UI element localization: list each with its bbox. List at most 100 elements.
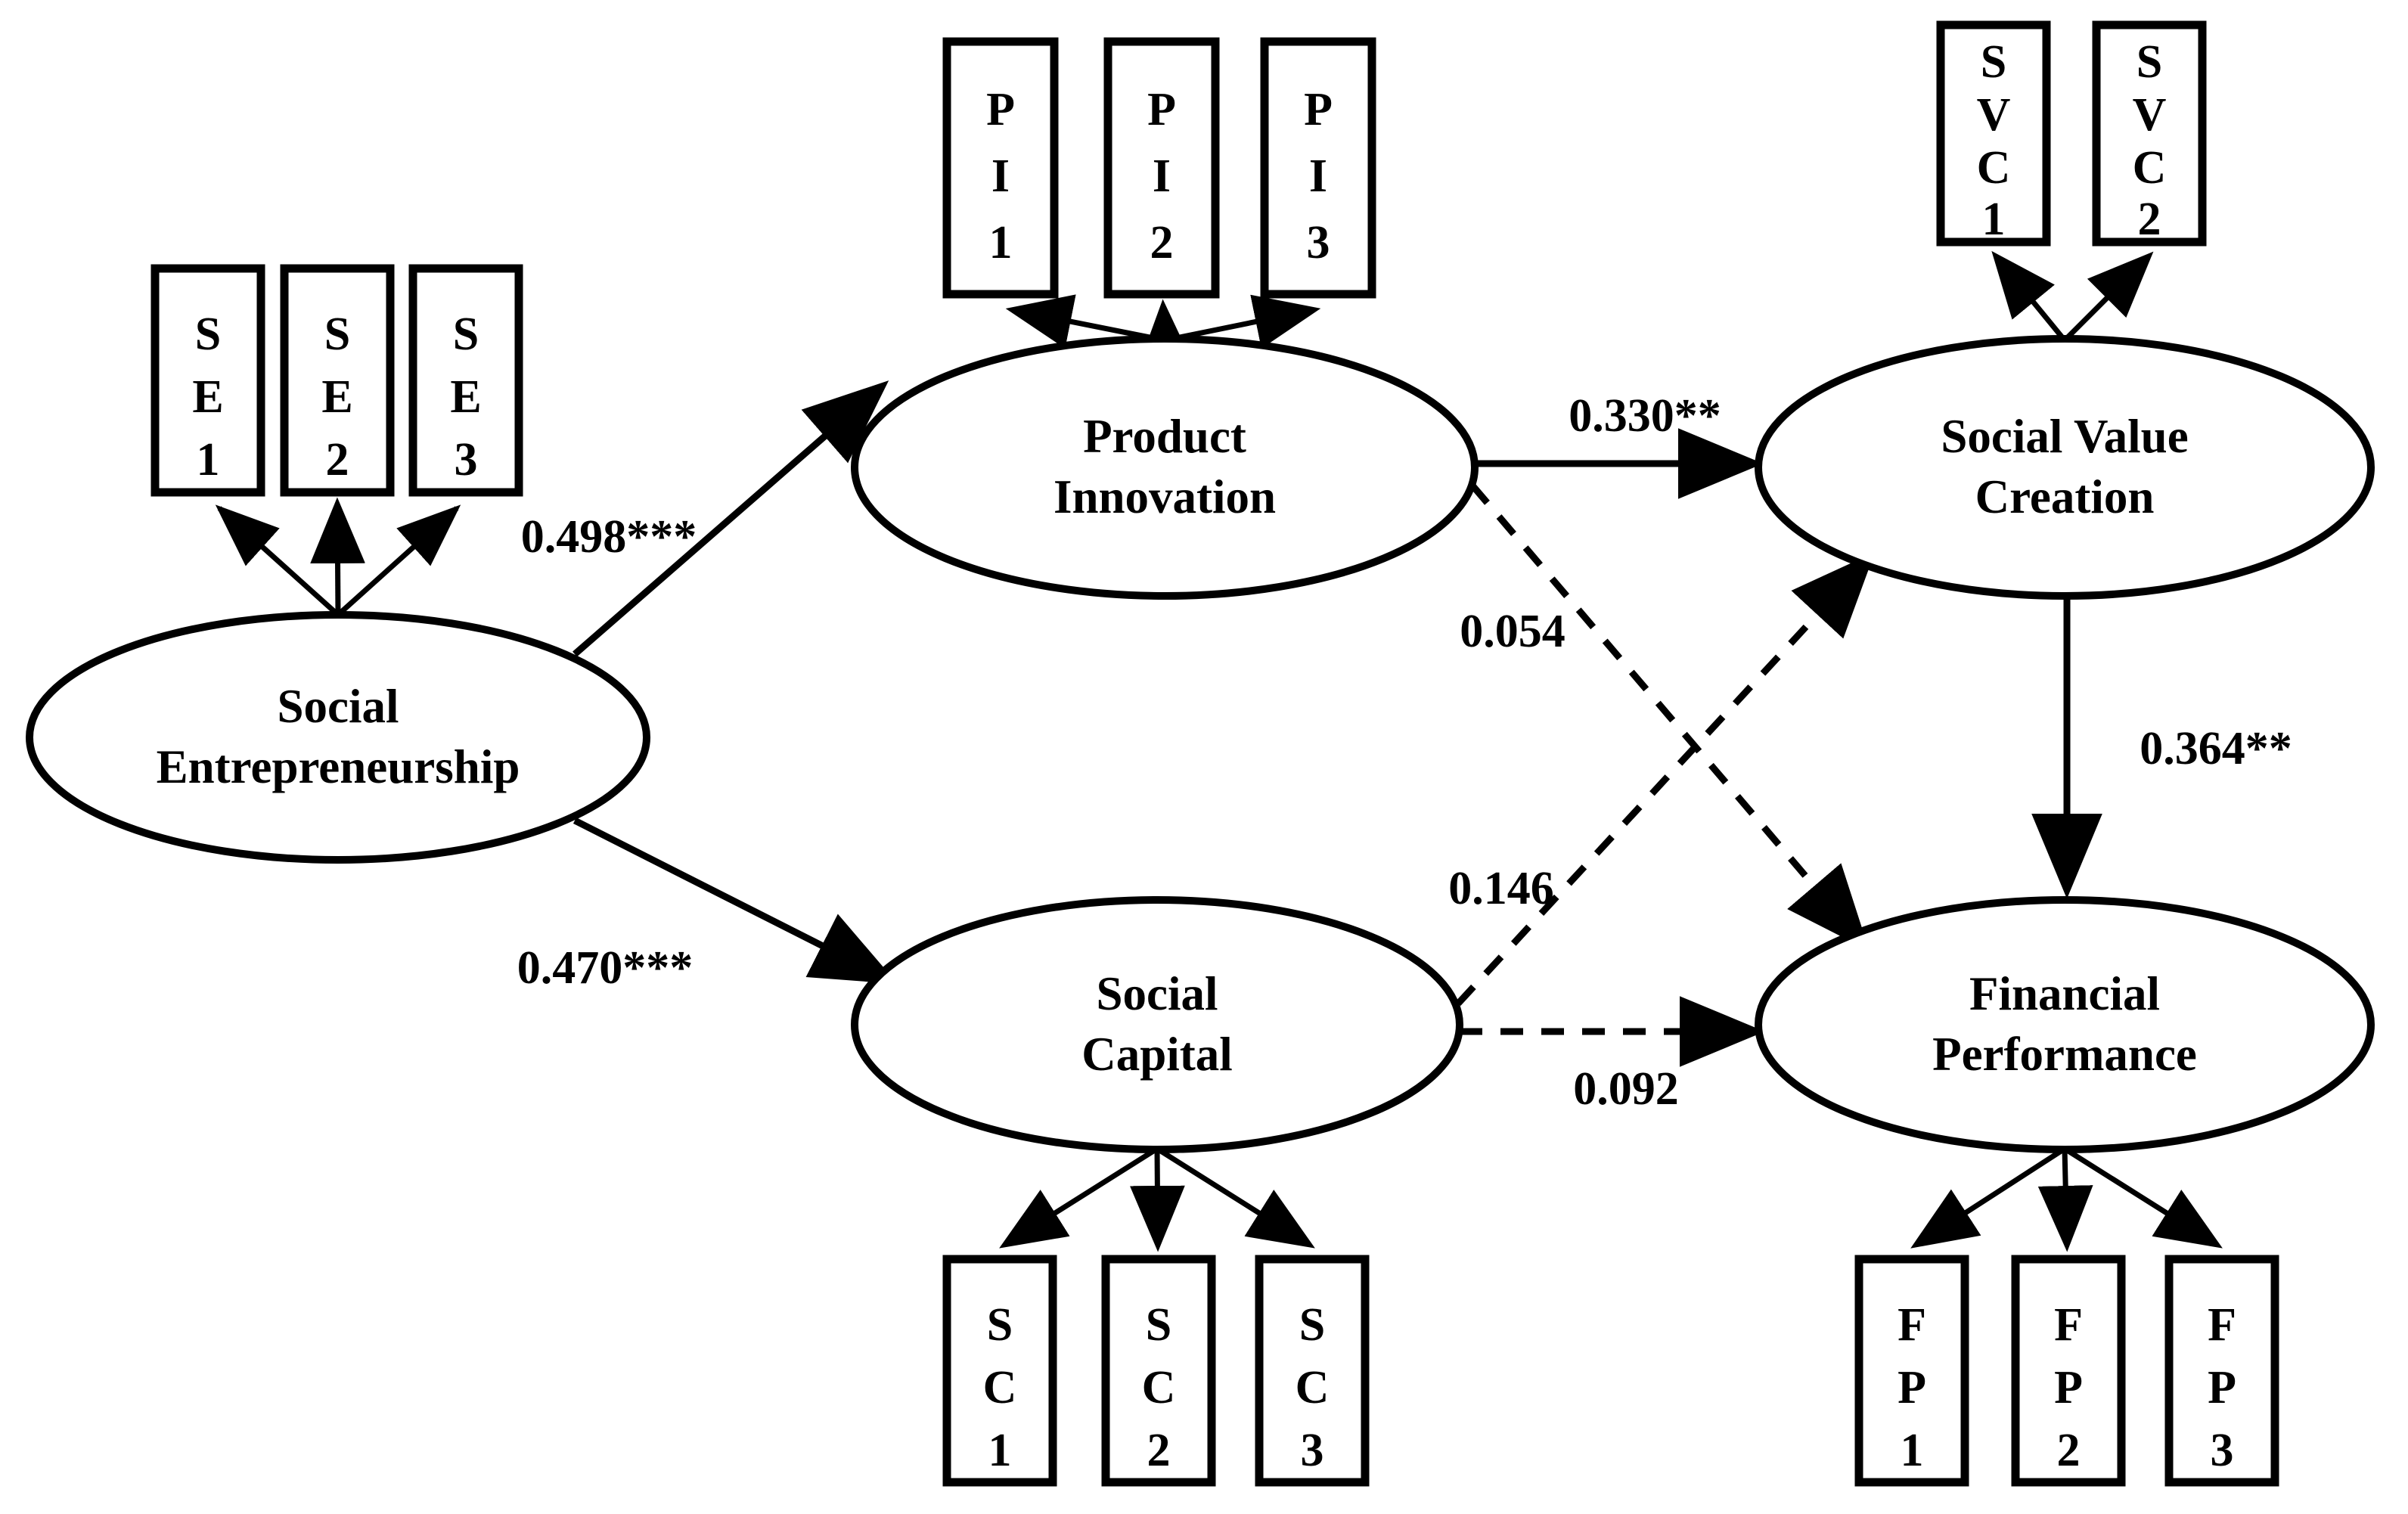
indicator-sc1-char-1: C <box>983 1362 1017 1413</box>
coefficient-sc-to-svc: 0.146 <box>1448 863 1554 914</box>
indicator-svc1-char-3: 1 <box>1982 194 2006 245</box>
indicator-fp3-char-0: F <box>2208 1299 2236 1351</box>
indicator-se3-char-1: E <box>450 371 481 423</box>
indicator-se1-char-2: 1 <box>197 434 220 486</box>
arrow-fp-to-fp1 <box>1910 1146 2066 1249</box>
indicator-box-pi2[interactable] <box>1103 37 1220 299</box>
node-product-innovation[interactable] <box>851 335 1479 600</box>
label-financial-performance-line2: Performance <box>1932 1028 2197 1081</box>
coefficient-se-to-pi: 0.498*** <box>521 511 697 563</box>
indicator-sc1-char-0: S <box>987 1299 1013 1351</box>
node-social-value-creation[interactable] <box>1755 335 2375 600</box>
indicator-fp1-char-1: P <box>1898 1362 1926 1413</box>
indicator-se3-char-2: 3 <box>455 434 478 486</box>
arrow-se-to-se3 <box>336 504 461 617</box>
indicator-pi2-char-1: I <box>1153 150 1171 202</box>
node-financial-performance[interactable] <box>1755 896 2375 1153</box>
indicator-sc2-char-0: S <box>1146 1299 1171 1351</box>
indicator-pi3-char-2: 3 <box>1307 217 1330 268</box>
latent-variable-labels: Social Entrepreneurship Product Innovati… <box>157 410 2197 1081</box>
indicator-box-svc2[interactable] <box>2092 20 2207 247</box>
indicator-pi1-char-0: P <box>986 84 1015 135</box>
indicator-sc2-char-2: 2 <box>1147 1425 1171 1476</box>
indicator-svc1-char-1: V <box>1977 89 2011 141</box>
measurement-arrows-sc <box>999 1146 1315 1252</box>
indicator-box-pi1[interactable] <box>942 37 1059 299</box>
measurement-arrows-svc <box>1991 250 2154 343</box>
indicator-box-sc1[interactable] <box>942 1255 1057 1487</box>
indicator-fp1-char-2: 1 <box>1901 1425 1924 1476</box>
arrow-svc-to-svc1 <box>1991 250 2067 343</box>
indicator-se2-char-1: E <box>321 371 352 423</box>
coefficient-svc-to-fp: 0.364** <box>2140 723 2292 774</box>
indicator-pi3-char-0: P <box>1304 84 1333 135</box>
path-se-to-sc <box>573 817 898 985</box>
arrow-sc-to-sc3 <box>1156 1146 1315 1249</box>
measurement-arrows-se <box>215 497 461 617</box>
path-coefficient-labels: 0.498*** 0.470*** 0.330** 0.054 0.146 0.… <box>517 390 2292 1115</box>
indicator-pi2-char-0: P <box>1147 84 1176 135</box>
indicator-se1-char-0: S <box>195 309 221 360</box>
coefficient-se-to-sc: 0.470*** <box>517 942 694 994</box>
arrow-se-to-se1 <box>215 504 340 617</box>
label-financial-performance-line1: Financial <box>1969 967 2160 1020</box>
indicator-svc2-char-3: 2 <box>2138 194 2161 245</box>
indicator-box-svc1[interactable] <box>1936 20 2051 247</box>
indicator-pi1-char-1: I <box>991 150 1010 202</box>
label-product-innovation-line1: Product <box>1083 410 1246 463</box>
indicator-sc3-char-2: 3 <box>1301 1425 1324 1476</box>
measurement-arrows-pi <box>1005 294 1321 367</box>
indicator-se2-char-0: S <box>324 309 350 360</box>
indicator-box-pi3[interactable] <box>1260 37 1376 299</box>
indicator-box-sc2[interactable] <box>1101 1255 1216 1487</box>
indicator-box-se1[interactable] <box>150 264 265 497</box>
indicator-box-fp3[interactable] <box>2164 1255 2279 1487</box>
arrow-fp-to-fp3 <box>2063 1146 2223 1249</box>
indicator-svc2-char-1: V <box>2133 89 2167 141</box>
label-social-entrepreneurship-line1: Social <box>277 680 399 733</box>
label-social-capital-line2: Capital <box>1081 1028 1233 1081</box>
arrow-fp-to-fp2 <box>2037 1148 2093 1252</box>
indicator-fp2-char-2: 2 <box>2057 1425 2081 1476</box>
indicator-fp3-char-1: P <box>2208 1362 2236 1413</box>
indicator-se3-char-0: S <box>453 309 479 360</box>
indicator-fp1-char-0: F <box>1898 1299 1926 1351</box>
indicator-svc1-char-2: C <box>1977 142 2011 194</box>
indicator-box-se3[interactable] <box>408 264 523 497</box>
indicator-svc2-char-0: S <box>2136 36 2162 88</box>
label-social-capital-line1: Social <box>1096 967 1218 1020</box>
arrow-pi-to-pi3 <box>1164 294 1321 349</box>
coefficient-pi-to-fp: 0.054 <box>1460 606 1566 657</box>
arrow-pi-to-pi2 <box>1138 299 1193 367</box>
indicator-pi2-char-2: 2 <box>1150 217 1174 268</box>
node-social-capital[interactable] <box>851 896 1463 1153</box>
arrow-svc-to-svc2 <box>2062 251 2154 343</box>
coefficient-pi-to-svc: 0.330** <box>1569 390 1721 442</box>
indicator-svc2-char-2: C <box>2133 142 2167 194</box>
path-se-to-pi <box>573 380 889 657</box>
coefficient-sc-to-fp: 0.092 <box>1573 1063 1679 1115</box>
indicator-svc1-char-0: S <box>1981 36 2006 88</box>
indicator-sc2-char-1: C <box>1142 1362 1176 1413</box>
indicator-se1-char-1: E <box>192 371 223 423</box>
label-social-value-creation-line1: Social Value <box>1941 410 2188 463</box>
indicator-box-fp2[interactable] <box>2011 1255 2126 1487</box>
indicator-pi1-char-2: 1 <box>989 217 1013 268</box>
indicator-fp2-char-1: P <box>2054 1362 2083 1413</box>
indicator-box-fp1[interactable] <box>1854 1255 1969 1487</box>
indicator-box-se2[interactable] <box>280 264 395 497</box>
indicator-boxes: S E 1 S E 2 S E 3 P I 1 P I 2 P I 3 S V … <box>150 20 2279 1487</box>
label-product-innovation-line2: Innovation <box>1054 470 1276 523</box>
indicator-box-sc3[interactable] <box>1255 1255 1370 1487</box>
indicator-sc1-char-2: 1 <box>988 1425 1012 1476</box>
latent-variable-nodes <box>26 335 2375 1153</box>
node-social-entrepreneurship[interactable] <box>26 611 650 864</box>
indicator-sc3-char-0: S <box>1299 1299 1325 1351</box>
measurement-arrows-fp <box>1910 1146 2223 1252</box>
indicator-fp2-char-0: F <box>2054 1299 2083 1351</box>
label-social-value-creation-line2: Creation <box>1975 470 2155 523</box>
indicator-fp3-char-2: 3 <box>2211 1425 2234 1476</box>
indicator-sc3-char-1: C <box>1296 1362 1330 1413</box>
